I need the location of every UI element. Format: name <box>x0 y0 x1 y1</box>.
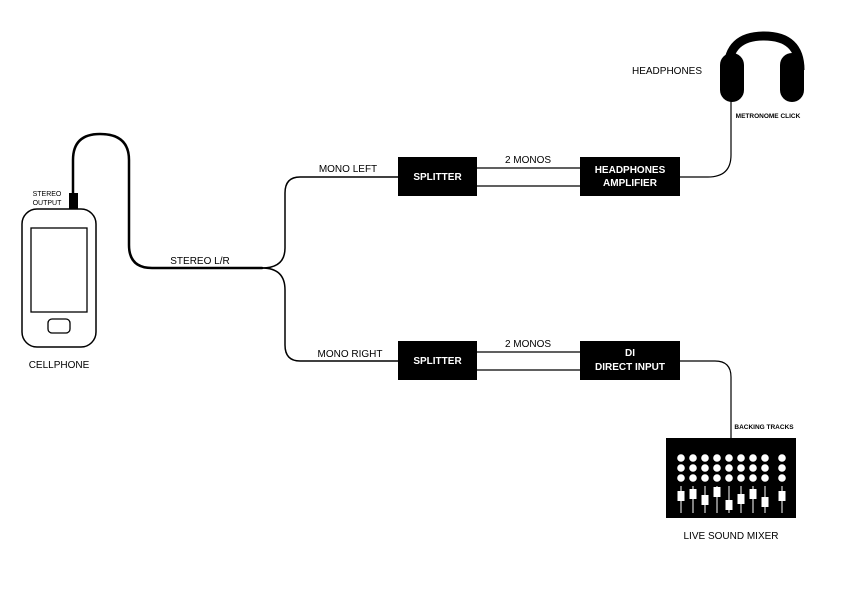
live-sound-mixer-label: LIVE SOUND MIXER <box>683 531 778 542</box>
mixer-knob <box>778 464 786 472</box>
mixer-knob <box>677 464 685 472</box>
mixer-knob <box>689 454 697 462</box>
splitter-top-box: SPLITTER <box>398 157 477 196</box>
mixer-fader-cap <box>713 487 721 497</box>
mixer-knobs <box>677 454 786 482</box>
stereo-output-label-line2: OUTPUT <box>33 200 63 207</box>
mono-right-cable <box>261 267 399 362</box>
two-monos-bottom-label: 2 MONOS <box>505 339 551 350</box>
headphones-amplifier-label-line2: AMPLIFIER <box>603 178 658 189</box>
mixer-fader-cap <box>737 494 745 504</box>
direct-input-box: DI DIRECT INPUT <box>580 341 680 380</box>
mixer-knob <box>713 464 721 472</box>
mixer-knob <box>713 454 721 462</box>
backing-tracks-label: BACKING TRACKS <box>734 424 794 431</box>
mixer-knob <box>761 474 769 482</box>
stereo-output-label-line1: STEREO <box>33 191 62 198</box>
mono-right-label: MONO RIGHT <box>318 349 383 360</box>
mixer-fader-cap <box>677 491 685 501</box>
mixer-fader-cap <box>749 489 757 499</box>
direct-input-label-line2: DIRECT INPUT <box>595 362 665 373</box>
mixer-knob <box>689 464 697 472</box>
mixer-knob <box>761 464 769 472</box>
splitter-bottom-box: SPLITTER <box>398 341 477 380</box>
mixer-knob <box>701 454 709 462</box>
mixer-knob <box>737 464 745 472</box>
stereo-cable-label: STEREO L/R <box>170 256 229 267</box>
mixer-knob <box>713 474 721 482</box>
mixer-fader-cap <box>689 489 697 499</box>
mixer-knob <box>749 464 757 472</box>
mixer-knob <box>737 454 745 462</box>
mixer-knob <box>761 454 769 462</box>
cellphone-icon <box>21 193 97 348</box>
direct-input-label-line1: DI <box>625 348 635 359</box>
headphones-label: HEADPHONES <box>632 66 702 77</box>
mono-left-cable <box>261 176 399 269</box>
mixer-knob <box>701 474 709 482</box>
mixer-knob <box>778 474 786 482</box>
mixer-fader-cap <box>701 495 709 505</box>
mono-left-label: MONO LEFT <box>319 164 377 175</box>
splitter-bottom-label: SPLITTER <box>413 356 462 367</box>
cellphone-label: CELLPHONE <box>29 360 90 371</box>
two-monos-top-label: 2 MONOS <box>505 155 551 166</box>
mixer-knob <box>689 474 697 482</box>
splitter-top-label: SPLITTER <box>413 172 462 183</box>
mixer-fader-cap <box>725 500 733 510</box>
mixer-knob <box>725 464 733 472</box>
metronome-click-cable <box>679 99 732 178</box>
headphones-amplifier-box: HEADPHONES AMPLIFIER <box>580 157 680 196</box>
backing-tracks-cable <box>679 360 732 441</box>
stereo-cable <box>71 132 264 270</box>
live-sound-mixer-icon <box>666 438 796 518</box>
mixer-knob <box>701 464 709 472</box>
mixer-faders <box>677 486 786 513</box>
headphones-amplifier-label-line1: HEADPHONES <box>595 165 666 176</box>
mixer-fader-cap <box>761 497 769 507</box>
mixer-knob <box>749 454 757 462</box>
headphones-icon <box>720 31 805 102</box>
mixer-knob <box>725 474 733 482</box>
mixer-knob <box>778 454 786 462</box>
mixer-knob <box>725 454 733 462</box>
mixer-knob <box>677 454 685 462</box>
mixer-fader-cap <box>778 491 786 501</box>
mixer-knob <box>749 474 757 482</box>
mixer-knob <box>737 474 745 482</box>
metronome-click-label: METRONOME CLICK <box>736 113 801 120</box>
mixer-knob <box>677 474 685 482</box>
